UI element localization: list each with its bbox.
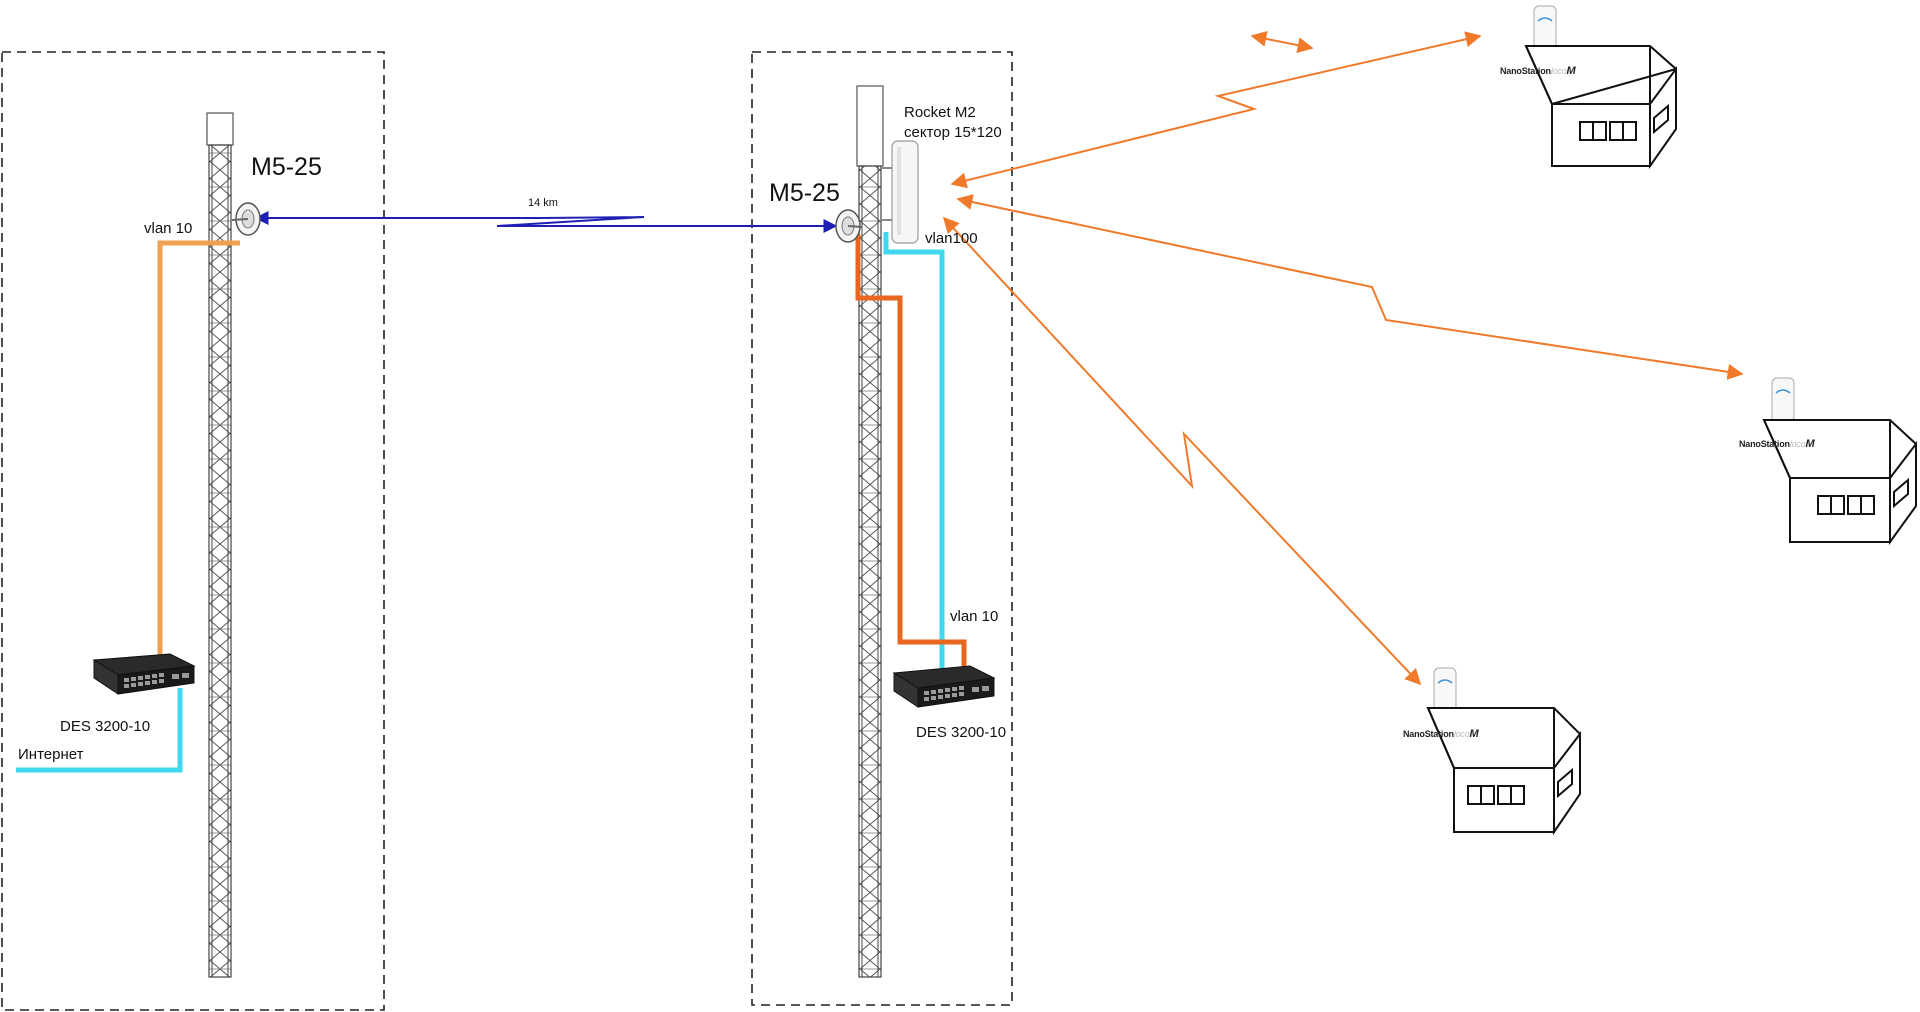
client-cpe-2-label: NanoStationlocoM — [1739, 438, 1815, 450]
tower-b — [856, 85, 884, 978]
antenna-b-label: M5-25 — [769, 179, 840, 207]
sector-model-label: Rocket M2 — [904, 104, 976, 121]
client-house-3-icon — [1426, 707, 1581, 836]
wireless-link-client-2 — [956, 194, 1744, 380]
site-a-boundary — [1, 51, 385, 1011]
client-cpe-3-label: NanoStationlocoM — [1403, 728, 1479, 740]
client-cpe-3-icon — [1433, 667, 1457, 713]
ptp-link-14km — [254, 211, 838, 233]
dish-antenna-b-icon — [835, 209, 863, 243]
link-distance-label: 14 km — [528, 197, 558, 209]
client-cpe-2-icon — [1771, 377, 1795, 423]
internet-label: Интернет — [18, 746, 84, 763]
sector-spec-label: сектор 15*120 — [904, 124, 1002, 141]
switch-b-label: DES 3200-10 — [916, 724, 1007, 741]
wireless-link-client-1 — [950, 30, 1482, 189]
sector-antenna-icon — [880, 140, 919, 244]
client-house-2-icon — [1762, 419, 1917, 546]
cable-a-vlan10 — [157, 240, 240, 668]
wireless-link-client-3 — [942, 216, 1422, 686]
cable-a-internet — [16, 688, 183, 773]
switch-a-label: DES 3200-10 — [60, 718, 151, 735]
antenna-a-label: M5-25 — [251, 153, 322, 181]
client-cpe-1-icon — [1533, 5, 1557, 51]
vlan10-b-label: vlan 10 — [950, 608, 999, 625]
dish-antenna-a-icon — [231, 202, 261, 236]
cable-b-vlan100 — [883, 232, 945, 680]
client-cpe-1-label: NanoStationlocoM — [1500, 65, 1576, 77]
tower-a — [206, 112, 234, 978]
vlan100-label: vlan100 — [925, 230, 978, 247]
vlan-a-label: vlan 10 — [144, 220, 193, 237]
client-house-1-icon — [1524, 45, 1677, 170]
switch-a-icon — [92, 653, 196, 695]
switch-b-icon — [892, 665, 996, 708]
